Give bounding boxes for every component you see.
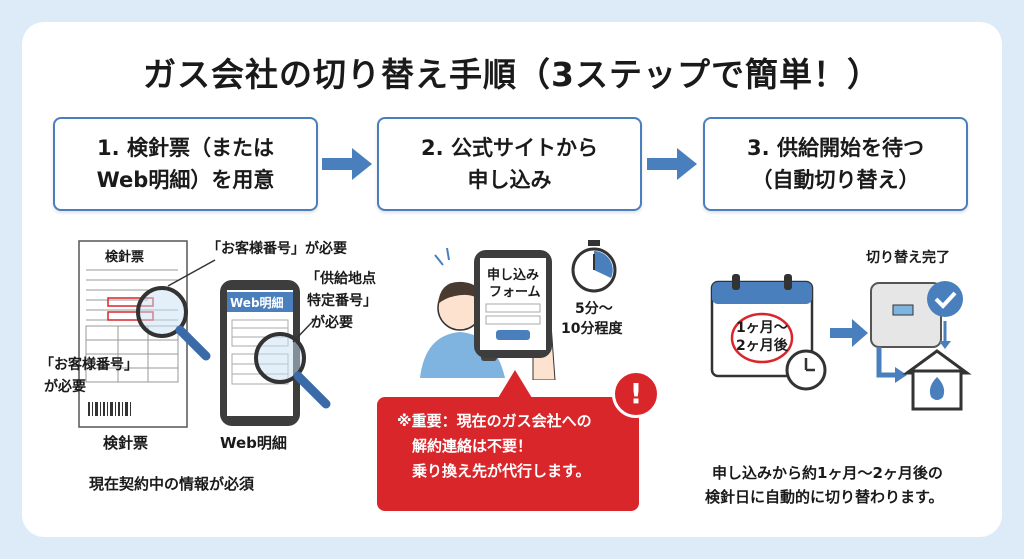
- calendar-text-line2: 2ヶ月後: [736, 338, 788, 354]
- step-1-box: 1. 検針票（または Web明細）を用意: [53, 117, 318, 211]
- phone-web-statement-header: Web明細: [230, 296, 284, 310]
- warning-line-3: 乗り換え先が代行します。: [412, 462, 591, 480]
- callout-supply-point-3: が必要: [311, 315, 353, 331]
- calendar-text-line1: 1ヶ月〜: [736, 320, 788, 336]
- page-title: ガス会社の切り替え手順（3ステップで簡単！）: [143, 55, 881, 94]
- step-arrow-2-icon: [647, 148, 697, 180]
- switch-arrow-icon: [830, 319, 868, 347]
- exclamation-icon: !: [612, 370, 660, 418]
- warning-pointer: [498, 370, 532, 398]
- step-1-line1: 1. 検針票（または: [97, 136, 274, 160]
- duration-line2: 10分程度: [561, 321, 623, 337]
- magnifier-1-icon: [136, 286, 211, 361]
- callout-line-right-icon: [292, 317, 317, 343]
- form-title-line2: フォーム: [489, 285, 541, 300]
- callout-supply-point-2: 特定番号」: [307, 293, 377, 309]
- warning-line-2: 解約連絡は不要！: [412, 437, 533, 455]
- step-2-box: 2. 公式サイトから 申し込み: [377, 117, 642, 211]
- paper-slip-title: 検針票: [105, 250, 145, 265]
- step-2-line2: 申し込み: [467, 168, 552, 192]
- callout-customer-number-top: 「お客様番号」が必要: [207, 241, 347, 257]
- callout-supply-point-1: 「供給地点: [306, 271, 376, 287]
- switch-complete-label: 切り替え完了: [866, 250, 950, 266]
- callout-customer-number-left-1: 「お客様番号」: [40, 357, 138, 373]
- step-2-line1: 2. 公式サイトから: [421, 136, 598, 160]
- step-arrow-1-icon: [322, 148, 372, 180]
- calendar-icon: [710, 274, 827, 391]
- step-3-line2: （自動切り替え）: [751, 168, 920, 192]
- stopwatch-icon: [571, 240, 617, 293]
- form-title-line1: 申し込み: [487, 268, 540, 283]
- caption-meter-slip: 検針票: [103, 434, 149, 452]
- step1-note: 現在契約中の情報が必須: [89, 475, 255, 493]
- application-form-phone-icon: [474, 250, 552, 358]
- step-1-line2: Web明細）を用意: [96, 168, 275, 192]
- magnifier-2-icon: [254, 332, 331, 409]
- warning-line-1: ※重要：現在のガス会社への: [397, 412, 592, 430]
- step-3-line1: 3. 供給開始を待つ: [747, 136, 924, 160]
- important-warning-box: ※重要：現在のガス会社への 解約連絡は不要！ 乗り換え先が代行します。: [377, 397, 639, 511]
- gas-meter-house-icon: [870, 281, 972, 411]
- duration-line1: 5分〜: [575, 301, 613, 317]
- step3-note-line2: 検針日に自動的に切り替わります。: [705, 488, 944, 506]
- caption-web-statement: Web明細: [220, 434, 287, 452]
- callout-line-top-icon: [167, 259, 216, 287]
- step3-note-line1: 申し込みから約1ヶ月〜2ヶ月後の: [712, 464, 943, 482]
- step-3-box: 3. 供給開始を待つ （自動切り替え）: [703, 117, 968, 211]
- callout-customer-number-left-2: が必要: [44, 379, 86, 395]
